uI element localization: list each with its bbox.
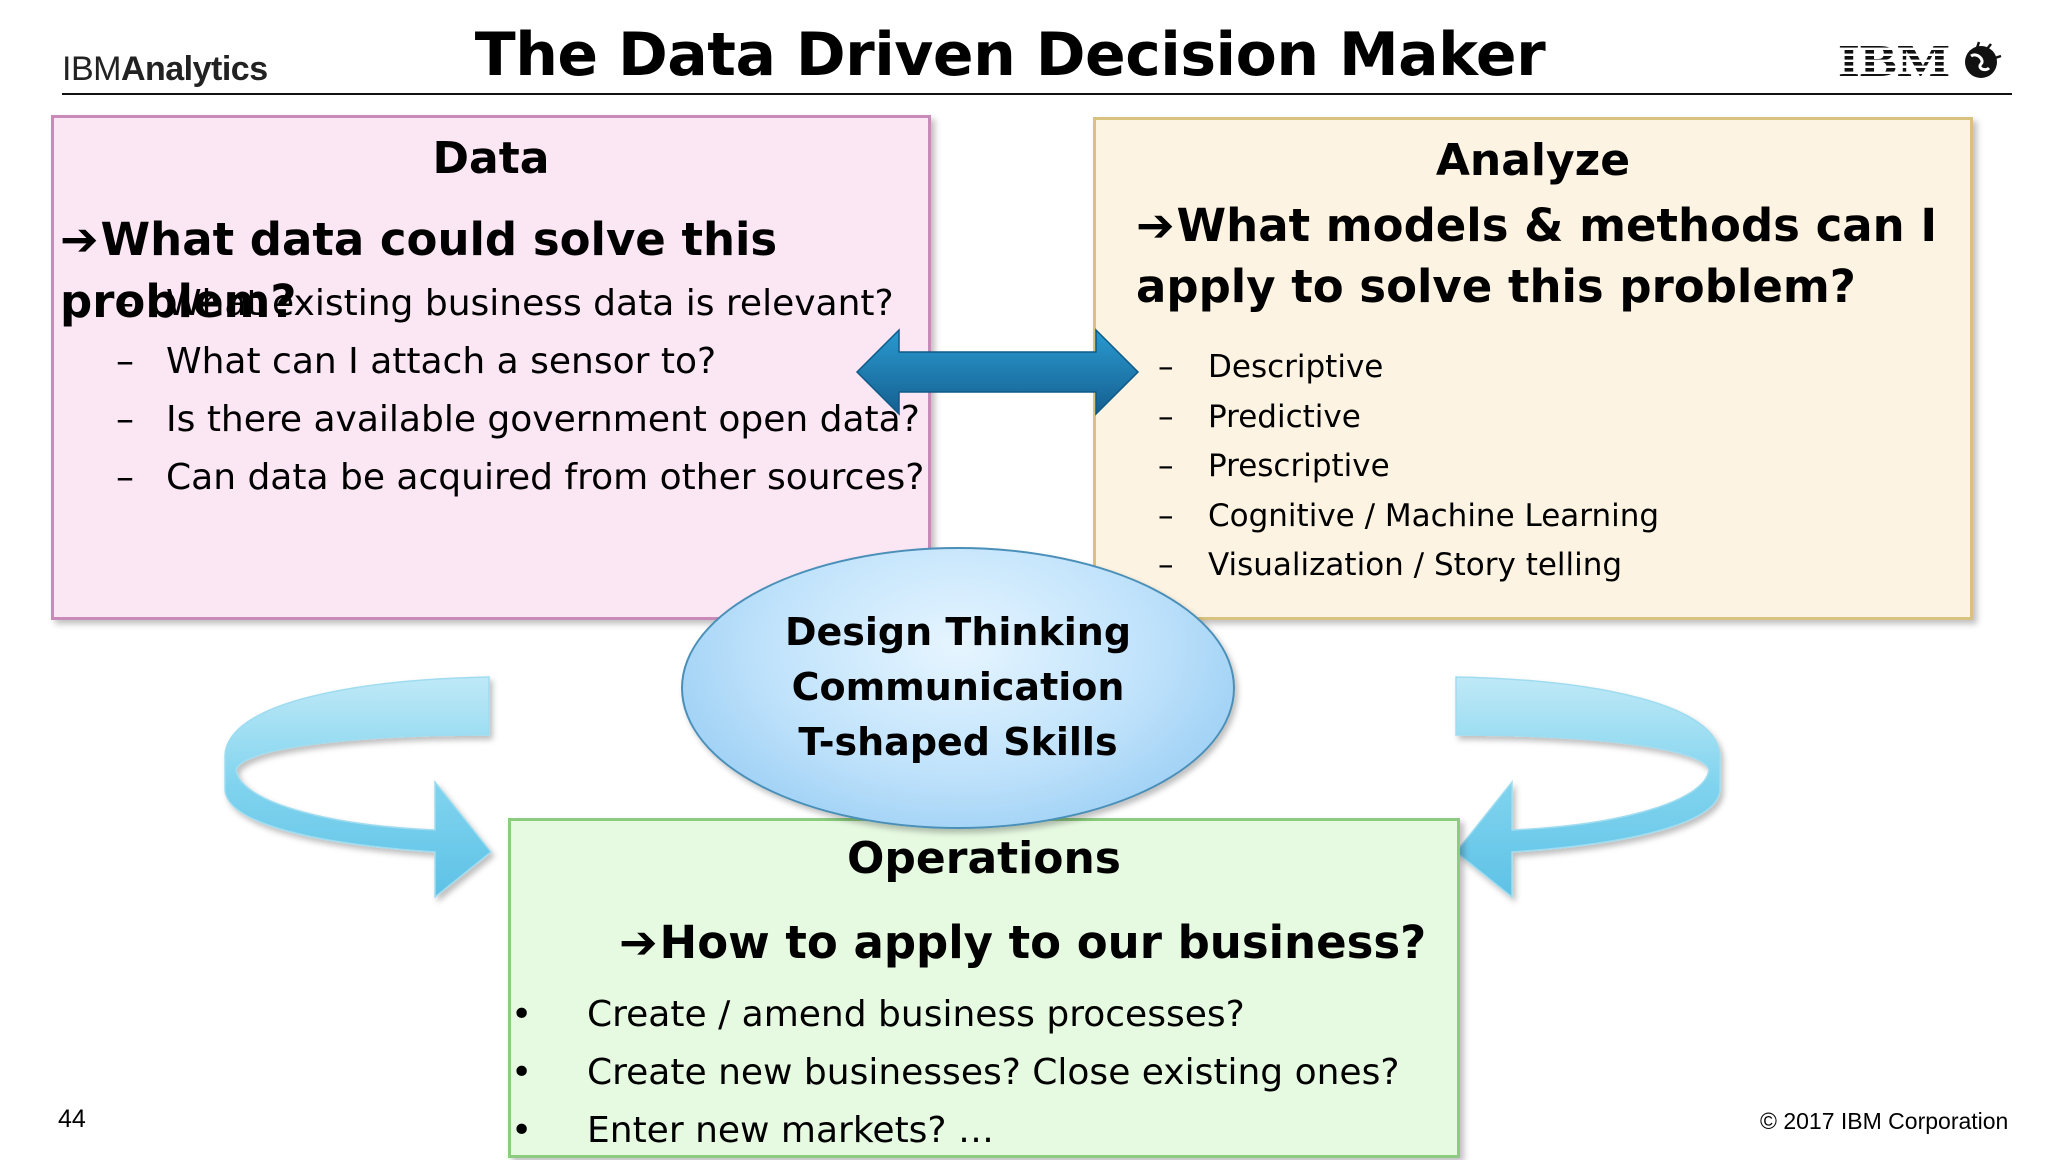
- list-item-text: Visualization / Story telling: [1208, 547, 1623, 583]
- dash-marker: –: [1158, 448, 1174, 484]
- list-item: –Is there available government open data…: [116, 391, 924, 449]
- copyright: © 2017 IBM Corporation: [1760, 1108, 2009, 1134]
- data-question: ➔What data could solve this problem?: [60, 208, 928, 333]
- data-box: Data ➔What data could solve this problem…: [51, 115, 931, 620]
- dash-marker: –: [1158, 497, 1174, 534]
- ibm-analytics-brand: IBMAnalytics: [62, 50, 268, 89]
- analyze-question-text-1: What models & methods can I: [1176, 199, 1938, 252]
- dash-marker: –: [1158, 547, 1174, 583]
- list-item: –Predictive: [1158, 393, 1659, 443]
- bullet-marker: •: [511, 1110, 533, 1151]
- globe-icon: [1965, 41, 2002, 78]
- bullet-marker: •: [511, 1052, 533, 1093]
- list-item: –Visualization / Story telling: [1158, 541, 1659, 591]
- dash-marker: –: [1158, 398, 1174, 435]
- analyze-question-line1: ➔What models & methods can I: [1136, 194, 1937, 257]
- list-item: • Create / amend business processes?: [511, 986, 1399, 1044]
- page-number: 44: [58, 1105, 86, 1133]
- dash-marker: –: [1158, 349, 1174, 385]
- list-item: • Create new businesses? Close existing o…: [511, 1044, 1399, 1102]
- slide-title: The Data Driven Decision Maker: [474, 20, 1546, 90]
- operations-question: ➔How to apply to our business?: [619, 911, 1426, 974]
- data-box-title: Data: [432, 133, 550, 184]
- list-item: –Prescriptive: [1158, 442, 1659, 492]
- brand-light: IBM: [62, 50, 121, 88]
- bullet-marker: •: [511, 994, 533, 1035]
- list-item-text: Predictive: [1208, 398, 1361, 435]
- operations-question-text: How to apply to our business?: [659, 916, 1427, 969]
- title-underline: [62, 93, 2012, 95]
- list-item-text: What existing business data is relevant?: [166, 283, 894, 324]
- analyze-box: Analyze ➔What models & methods can I app…: [1093, 117, 1973, 620]
- data-item-list: –What existing business data is relevant…: [116, 275, 924, 507]
- list-item-text: What can I attach a sensor to?: [166, 341, 717, 382]
- dash-marker: –: [116, 341, 134, 382]
- list-item-text: Enter new markets? …: [587, 1110, 994, 1151]
- list-item-text: Create / amend business processes?: [587, 994, 1245, 1035]
- ellipse-line: Design Thinking: [784, 610, 1132, 654]
- right-arrow-icon: ➔: [60, 212, 99, 266]
- ellipse-line: T-shaped Skills: [798, 720, 1118, 764]
- ibm-logo: IBM: [1838, 35, 2002, 86]
- analyze-box-title: Analyze: [1435, 135, 1631, 186]
- list-item: • Enter new markets? …: [511, 1102, 1399, 1160]
- data-question-text: What data could solve this problem?: [60, 213, 778, 328]
- double-headed-arrow: [855, 328, 1140, 416]
- center-ellipse: [681, 547, 1235, 829]
- list-item-text: Prescriptive: [1208, 448, 1390, 484]
- list-item: –What can I attach a sensor to?: [116, 333, 924, 391]
- right-arrow-icon: ➔: [1136, 198, 1175, 252]
- list-item-text: Is there available government open data?: [166, 399, 920, 440]
- list-item: –What existing business data is relevant…: [116, 275, 924, 333]
- operations-box-title: Operations: [847, 833, 1121, 884]
- list-item-text: Cognitive / Machine Learning: [1208, 497, 1660, 534]
- list-item: –Can data be acquired from other sources…: [116, 449, 924, 507]
- list-item-text: Can data be acquired from other sources?: [166, 457, 925, 498]
- list-item: –Cognitive / Machine Learning: [1158, 492, 1659, 542]
- list-item-text: Descriptive: [1208, 349, 1384, 385]
- right-arrow-icon: ➔: [619, 915, 658, 969]
- operations-box: Operations ➔How to apply to our business…: [508, 818, 1460, 1158]
- operations-item-list: • Create / amend business processes? • Cre…: [511, 986, 1399, 1160]
- dash-marker: –: [116, 283, 134, 324]
- analyze-item-list: –Descriptive –Predictive –Prescriptive –…: [1158, 343, 1659, 591]
- brand-bold: Analytics: [120, 50, 268, 88]
- analyze-question-line2: apply to solve this problem?: [1136, 260, 1856, 313]
- center-ellipse-text: Design Thinking Communication T-shaped S…: [681, 605, 1235, 770]
- list-item: –Descriptive: [1158, 343, 1659, 393]
- ellipse-line: Communication: [791, 665, 1125, 709]
- dash-marker: –: [116, 457, 134, 498]
- ibm-logo-text: IBM: [1838, 35, 1950, 86]
- list-item-text: Create new businesses? Close existing on…: [587, 1052, 1400, 1093]
- dash-marker: –: [116, 399, 134, 440]
